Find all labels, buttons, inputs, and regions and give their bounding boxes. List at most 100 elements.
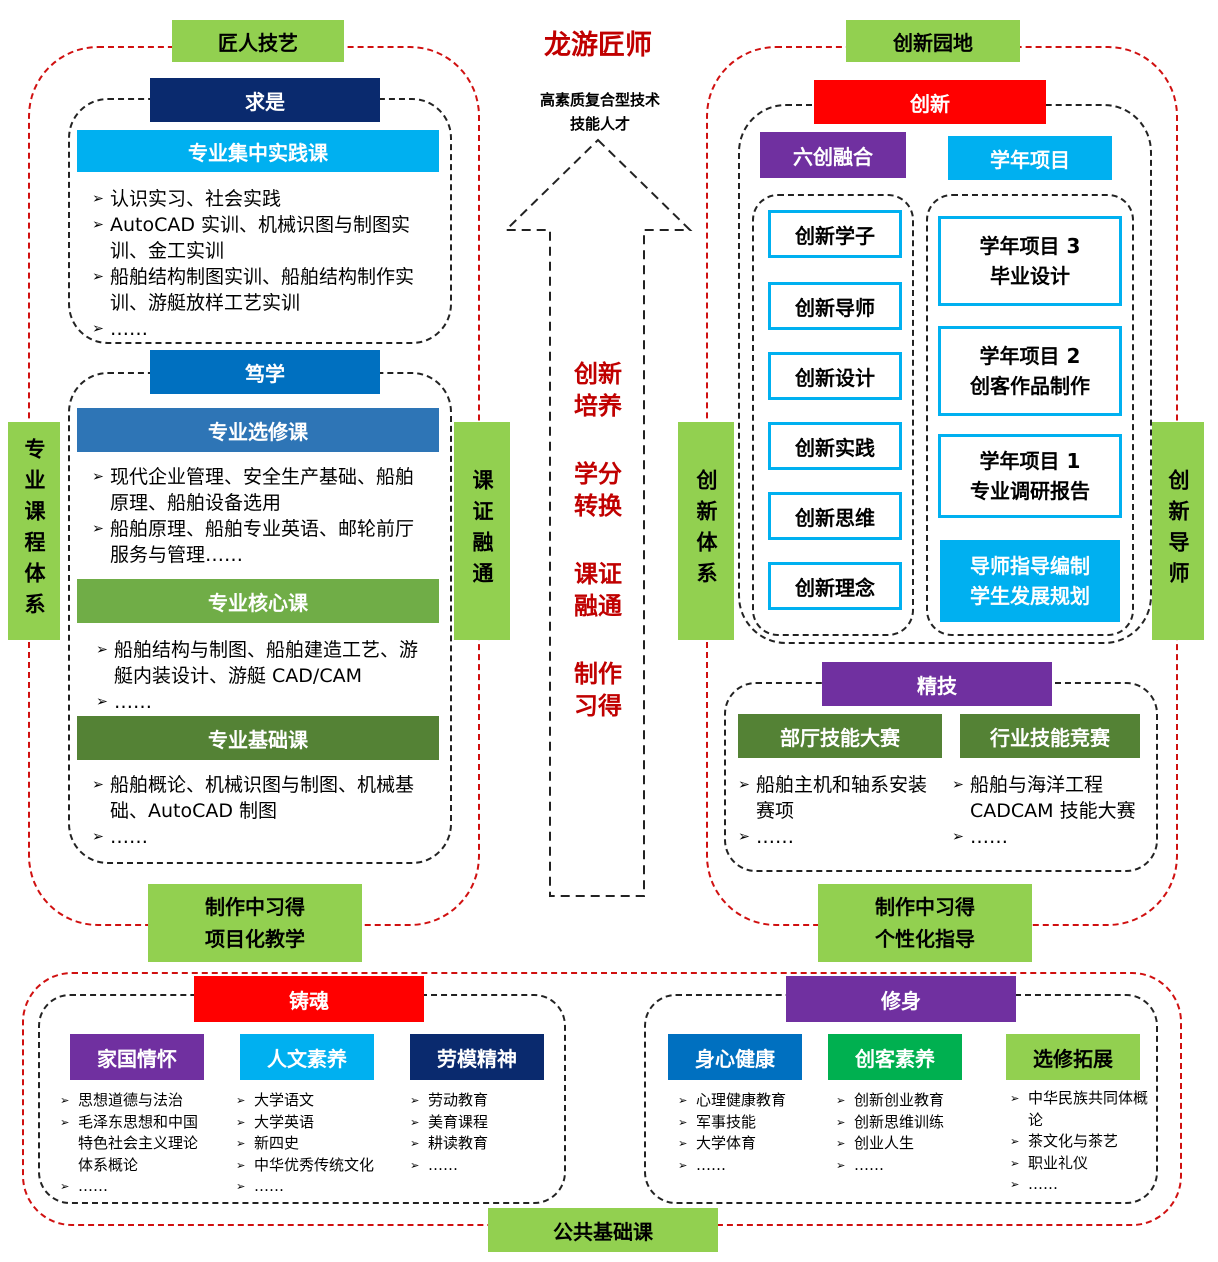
list-item: 船舶结构与制图、船舶建造工艺、游艇内装设计、游艇 CAD/CAM — [96, 637, 436, 689]
mentor-plan-line: 导师指导编制 — [970, 554, 1090, 578]
six-items-group — [752, 194, 914, 636]
contest-list-1: 船舶主机和轴系安装赛项 …… — [738, 772, 936, 850]
six-item-box: 创新设计 — [768, 352, 902, 400]
duxue-header: 笃学 — [150, 350, 380, 394]
basic-course-list: 船舶概论、机械识图与制图、机械基础、AutoCAD 制图 …… — [92, 772, 432, 850]
up-arrow — [503, 138, 693, 897]
group-title: 身心健康 — [668, 1034, 802, 1080]
left-inner-side-label: 课证融通 — [454, 422, 510, 640]
group-list: 中华民族共同体概论 茶文化与茶艺 职业礼仪 …… — [1010, 1088, 1150, 1196]
list-item: 船舶概论、机械识图与制图、机械基础、AutoCAD 制图 — [92, 772, 432, 824]
contest-title-1: 部厅技能大赛 — [738, 714, 942, 758]
year-project-box: 学年项目 3 毕业设计 — [938, 216, 1122, 306]
right-side-label: 创新导师 — [1152, 422, 1204, 640]
list-item: …… — [236, 1176, 392, 1198]
year-projects-group — [926, 194, 1134, 636]
list-item: 耕读教育 — [410, 1133, 550, 1155]
year-project-line: 专业调研报告 — [970, 479, 1090, 503]
elective-course-title: 专业选修课 — [77, 408, 439, 452]
group-list: 心理健康教育 军事技能 大学体育 …… — [678, 1090, 818, 1176]
group-title: 劳模精神 — [410, 1034, 544, 1080]
list-item: …… — [678, 1155, 818, 1177]
list-item: 创新创业教育 — [836, 1090, 976, 1112]
list-item: 中华民族共同体概论 — [1010, 1088, 1150, 1131]
left-bottom-label: 制作中习得 项目化教学 — [148, 884, 362, 962]
list-item: 船舶结构制图实训、船舶结构制作实训、游艇放样工艺实训 — [92, 264, 432, 316]
list-item: 船舶主机和轴系安装赛项 — [738, 772, 936, 824]
right-inner-side-label: 创新体系 — [678, 422, 734, 640]
list-item: 现代企业管理、安全生产基础、船舶原理、船舶设备选用 — [92, 464, 432, 516]
year-project-box: 学年项目 2 创客作品制作 — [938, 326, 1122, 416]
mentor-plan-line: 学生发展规划 — [970, 584, 1090, 608]
year-project-line: 学年项目 2 — [979, 344, 1081, 368]
list-item: 茶文化与茶艺 — [1010, 1131, 1150, 1153]
list-item: 大学体育 — [678, 1133, 818, 1155]
arrow-text-line: 转换 — [574, 492, 622, 520]
list-item: 创新思维训练 — [836, 1112, 976, 1134]
group-title: 人文素养 — [240, 1034, 374, 1080]
list-item: AutoCAD 实训、机械识图与制图实训、金工实训 — [92, 212, 432, 264]
bottom-label: 公共基础课 — [488, 1208, 718, 1252]
six-item-box: 创新学子 — [768, 210, 902, 258]
center-subtitle-line2: 技能人才 — [569, 115, 630, 133]
list-item: 船舶与海洋工程CADCAM 技能大赛 — [952, 772, 1150, 824]
right-bottom-label-line2: 个性化指导 — [875, 927, 975, 951]
list-item: 心理健康教育 — [678, 1090, 818, 1112]
left-side-label: 专业课程体系 — [8, 422, 60, 640]
arrow-text-line: 学分 — [574, 460, 622, 488]
practice-course-list: 认识实习、社会实践 AutoCAD 实训、机械识图与制图实训、金工实训 船舶结构… — [92, 186, 432, 342]
arrow-text-group: 制作 习得 — [548, 658, 648, 722]
list-item: …… — [96, 689, 436, 715]
xiushen-header: 修身 — [786, 976, 1016, 1022]
right-top-label: 创新园地 — [846, 20, 1020, 62]
six-item-box: 创新思维 — [768, 492, 902, 540]
center-title: 龙游匠师 — [544, 29, 652, 61]
zhuhun-header: 铸魂 — [194, 976, 424, 1022]
left-top-label: 匠人技艺 — [172, 20, 344, 62]
year-project-line: 学年项目 3 — [979, 234, 1081, 258]
group-title: 创客素养 — [828, 1034, 962, 1080]
list-item: …… — [738, 824, 936, 850]
innovation-header: 创新 — [814, 80, 1046, 124]
right-bottom-label: 制作中习得 个性化指导 — [818, 884, 1032, 962]
mentor-plan-box: 导师指导编制 学生发展规划 — [940, 540, 1120, 622]
center-subtitle: 高素质复合型技术 技能人才 — [500, 88, 700, 136]
arrow-text-group: 创新 培养 — [548, 358, 648, 422]
left-bottom-label-line2: 项目化教学 — [205, 927, 305, 951]
six-item-box: 创新实践 — [768, 422, 902, 470]
list-item: 毛泽东思想和中国特色社会主义理论体系概论 — [60, 1112, 200, 1177]
basic-course-title: 专业基础课 — [77, 716, 439, 760]
list-item: 军事技能 — [678, 1112, 818, 1134]
year-project-line: 毕业设计 — [990, 264, 1070, 288]
list-item: 职业礼仪 — [1010, 1153, 1150, 1175]
list-item: 大学语文 — [236, 1090, 392, 1112]
qiushi-header: 求是 — [150, 78, 380, 122]
list-item: 创业人生 — [836, 1133, 976, 1155]
list-item: 新四史 — [236, 1133, 392, 1155]
list-item: 船舶原理、船舶专业英语、邮轮前厅服务与管理…… — [92, 516, 432, 568]
left-bottom-label-line1: 制作中习得 — [205, 895, 305, 919]
right-bottom-label-line1: 制作中习得 — [875, 895, 975, 919]
list-item: 认识实习、社会实践 — [92, 186, 432, 212]
year-project-line: 创客作品制作 — [970, 374, 1090, 398]
group-title: 选修拓展 — [1006, 1034, 1140, 1080]
year-project-line: 学年项目 1 — [979, 449, 1081, 473]
list-item: 美育课程 — [410, 1112, 550, 1134]
arrow-text-line: 习得 — [574, 692, 622, 720]
list-item: 思想道德与法治 — [60, 1090, 200, 1112]
arrow-text-line: 制作 — [574, 660, 622, 688]
year-project-label: 学年项目 — [948, 136, 1112, 180]
arrow-text-line: 融通 — [574, 592, 622, 620]
group-list: 创新创业教育 创新思维训练 创业人生 …… — [836, 1090, 976, 1176]
list-item: …… — [60, 1176, 200, 1198]
list-item: …… — [92, 824, 432, 850]
contest-list-2: 船舶与海洋工程CADCAM 技能大赛 …… — [952, 772, 1150, 850]
group-list: 思想道德与法治 毛泽东思想和中国特色社会主义理论体系概论 …… — [60, 1090, 200, 1198]
practice-course-title: 专业集中实践课 — [77, 130, 439, 172]
contest-title-2: 行业技能竞赛 — [960, 714, 1140, 758]
group-list: 大学语文 大学英语 新四史 中华优秀传统文化 …… — [236, 1090, 392, 1198]
jingji-header: 精技 — [822, 662, 1052, 706]
list-item: …… — [836, 1155, 976, 1177]
core-course-title: 专业核心课 — [77, 579, 439, 623]
arrow-text-line: 创新 — [574, 360, 622, 388]
